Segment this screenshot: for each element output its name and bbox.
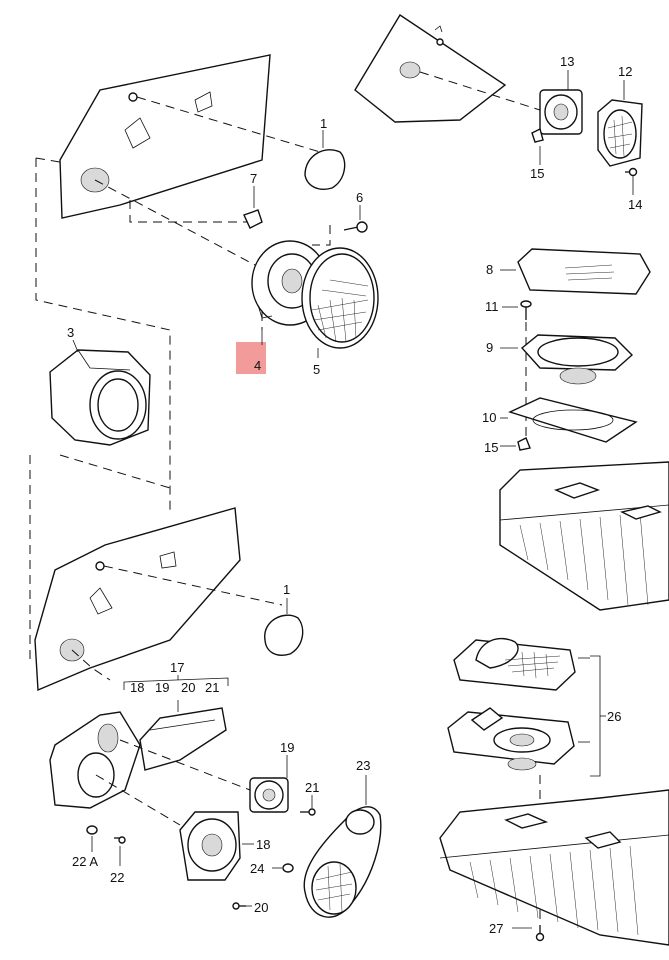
part-22a-washer xyxy=(86,825,98,852)
label-9: 9 xyxy=(486,340,493,355)
part-8-grille-cover xyxy=(500,248,651,295)
label-19-group: 19 xyxy=(155,680,169,695)
label-17: 17 xyxy=(170,660,184,675)
part-19-tweeter xyxy=(249,755,289,813)
label-21: 21 xyxy=(305,780,319,795)
part-5-speaker-grille xyxy=(301,247,379,349)
part-15-clip-mid xyxy=(500,437,531,451)
label-15-top: 15 xyxy=(530,166,544,181)
part-1-cap-top xyxy=(304,130,346,190)
label-23: 23 xyxy=(356,758,370,773)
part-3-speaker-housing xyxy=(49,349,151,446)
label-24: 24 xyxy=(250,861,264,876)
part-15-clip-top xyxy=(531,127,544,165)
label-26: 26 xyxy=(607,709,621,724)
label-19: 19 xyxy=(280,740,294,755)
dashboard-section-bottom xyxy=(439,789,669,946)
label-21-group: 21 xyxy=(205,680,219,695)
part-17-group-bracket xyxy=(123,675,229,690)
label-6: 6 xyxy=(356,190,363,205)
label-13: 13 xyxy=(560,54,574,69)
label-22: 22 xyxy=(110,870,124,885)
label-18: 18 xyxy=(256,837,270,852)
door-panel-bottom xyxy=(34,507,241,692)
part-26-cover xyxy=(453,637,576,691)
part-20-screw xyxy=(232,902,252,910)
part-11-screw xyxy=(502,300,532,320)
part-14-screw xyxy=(625,167,638,195)
label-10: 10 xyxy=(482,410,496,425)
part-13-tweeter xyxy=(539,70,583,135)
label-27: 27 xyxy=(489,921,503,936)
part-26-speaker xyxy=(447,707,575,771)
door-panel-top xyxy=(59,54,271,219)
label-20-group: 20 xyxy=(181,680,195,695)
part-23-grille xyxy=(303,775,382,918)
label-8: 8 xyxy=(486,262,493,277)
part-27-screw xyxy=(512,925,545,942)
part-9-oval-speaker xyxy=(500,334,634,385)
door-panel-upper-right xyxy=(354,14,507,123)
speaker-mount-bracket xyxy=(49,700,227,809)
label-18-group: 18 xyxy=(130,680,144,695)
label-14: 14 xyxy=(628,197,642,212)
label-7: 7 xyxy=(250,171,257,186)
label-1-bottom: 1 xyxy=(283,582,290,597)
label-20: 20 xyxy=(254,900,268,915)
dashboard-section-mid xyxy=(499,461,669,611)
label-11: 11 xyxy=(485,299,499,314)
part-21-screw xyxy=(300,795,316,816)
part-1-cap-bottom xyxy=(264,598,304,656)
part-22-screw xyxy=(114,836,126,866)
label-22a: 22 A xyxy=(72,854,98,869)
part-12-tweeter-grille xyxy=(597,80,643,167)
highlight-part-4 xyxy=(236,342,266,374)
part-24-nut xyxy=(272,863,294,873)
label-3: 3 xyxy=(67,325,74,340)
label-1-top: 1 xyxy=(320,116,327,131)
label-12: 12 xyxy=(618,64,632,79)
part-26-bracket xyxy=(578,655,606,777)
label-15-mid: 15 xyxy=(484,440,498,455)
part-10-gasket xyxy=(500,397,638,443)
label-4: 4 xyxy=(254,358,261,373)
dashed-guides-top xyxy=(29,96,331,660)
label-5: 5 xyxy=(313,362,320,377)
part-7-clip xyxy=(243,186,263,229)
part-6-screw xyxy=(343,205,368,233)
part-18-speaker xyxy=(179,811,254,881)
